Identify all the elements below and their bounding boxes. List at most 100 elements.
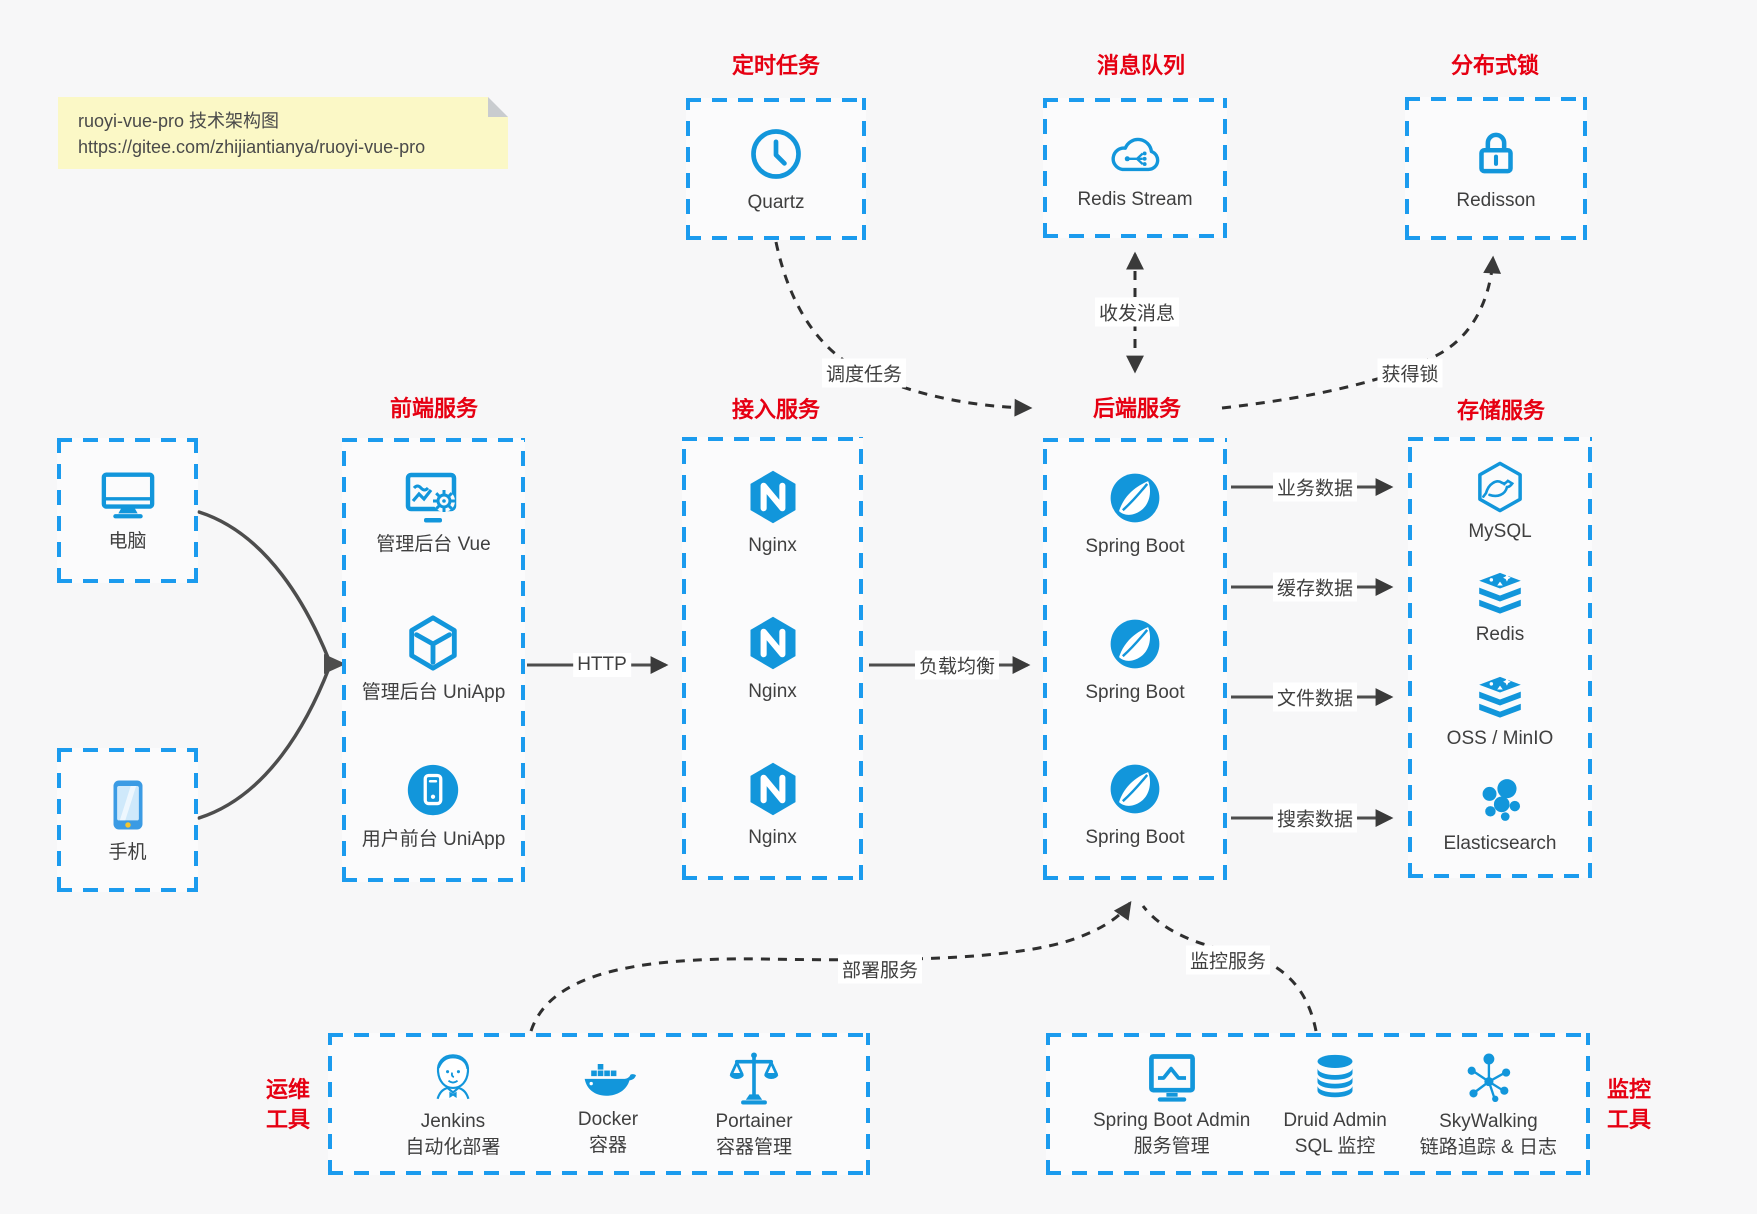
node-pc[interactable]: 电脑 xyxy=(57,438,198,583)
edge-label-load-balance: 负载均衡 xyxy=(914,650,1000,680)
backend-box[interactable]: Spring Boot Spring Boot Spring Boot xyxy=(1043,438,1227,880)
node-label: 管理后台 Vue xyxy=(376,534,491,555)
node-admin-uniapp[interactable]: 管理后台 UniApp xyxy=(361,612,506,705)
node-label: Redisson xyxy=(1456,190,1536,211)
smartphone-icon xyxy=(99,776,157,834)
frontend-box[interactable]: 管理后台 Vue 管理后台 UniApp 用户前台 UniApp xyxy=(342,438,525,882)
spring-boot-icon xyxy=(1105,468,1165,528)
section-title-mq: 消息队列 xyxy=(1096,53,1186,78)
desktop-icon xyxy=(97,467,159,523)
node-oss-minio[interactable]: OSS / MinIO xyxy=(1446,670,1554,751)
lock-icon xyxy=(1467,124,1525,182)
node-spring-boot-admin[interactable]: Spring Boot Admin 服务管理 xyxy=(1093,1049,1250,1159)
storage-box[interactable]: MySQL Redis OSS / MinIO Elasticsearch xyxy=(1408,437,1592,878)
pc-box[interactable]: 电脑 xyxy=(57,438,198,583)
node-label: OSS / MinIO xyxy=(1446,727,1554,749)
section-title-ops: 运维 工具 xyxy=(266,1075,310,1135)
edge-deploy-service xyxy=(529,900,1132,1032)
node-label: 手机 xyxy=(108,841,147,863)
node-nginx-1[interactable]: Nginx xyxy=(743,467,803,558)
node-nginx-2[interactable]: Nginx xyxy=(743,613,803,704)
spring-boot-icon xyxy=(1105,759,1165,819)
node-label: Nginx xyxy=(748,681,797,702)
node-elasticsearch[interactable]: Elasticsearch xyxy=(1444,773,1557,856)
node-portainer[interactable]: Portainer 容器管理 xyxy=(715,1048,793,1160)
monitoring-title-line2: 工具 xyxy=(1606,1107,1652,1132)
clock-icon xyxy=(746,124,806,184)
section-title-monitoring: 监控 工具 xyxy=(1607,1075,1651,1135)
node-druid-admin[interactable]: Druid Admin SQL 监控 xyxy=(1283,1049,1387,1159)
database-icon xyxy=(1307,1049,1363,1107)
edge-label-send-receive-msg: 收发消息 xyxy=(1094,297,1180,327)
node-label: Redis xyxy=(1475,624,1525,646)
node-nginx-3[interactable]: Nginx xyxy=(743,759,803,850)
node-mobile[interactable]: 手机 xyxy=(57,748,198,892)
nginx-icon xyxy=(743,759,803,819)
scales-icon xyxy=(725,1048,783,1108)
node-subtitle: SQL 监控 xyxy=(1294,1136,1376,1157)
node-subtitle: 链路追踪 & 日志 xyxy=(1419,1137,1558,1158)
monitoring-title-line1: 监控 xyxy=(1606,1077,1652,1102)
storage-stack-icon xyxy=(1472,670,1528,722)
node-springboot-1[interactable]: Spring Boot xyxy=(1085,468,1185,559)
ops-tools-box[interactable]: Jenkins 自动化部署 Docker 容器 Portainer 容器管理 xyxy=(328,1033,870,1175)
section-title-backend: 后端服务 xyxy=(1092,396,1182,421)
node-subtitle: 容器管理 xyxy=(716,1137,793,1158)
node-redisson[interactable]: Redisson xyxy=(1405,97,1587,240)
gateway-box[interactable]: Nginx Nginx Nginx xyxy=(682,437,863,880)
distributed-lock-box[interactable]: Redisson xyxy=(1405,97,1587,240)
node-springboot-2[interactable]: Spring Boot xyxy=(1085,614,1185,705)
section-title-frontend: 前端服务 xyxy=(389,396,479,421)
node-quartz[interactable]: Quartz xyxy=(686,98,866,240)
mq-box[interactable]: Redis Stream xyxy=(1043,98,1227,238)
topology-icon xyxy=(1459,1048,1517,1108)
node-docker[interactable]: Docker 容器 xyxy=(578,1050,638,1158)
edge-label-deploy-service: 部署服务 xyxy=(837,954,923,984)
edge-label-file-data: 文件数据 xyxy=(1272,682,1358,712)
node-label: Nginx xyxy=(748,535,797,556)
node-subtitle: 自动化部署 xyxy=(405,1137,501,1158)
node-label: 用户前台 UniApp xyxy=(361,829,506,850)
node-user-uniapp[interactable]: 用户前台 UniApp xyxy=(361,759,506,852)
docker-whale-icon xyxy=(578,1050,638,1106)
node-label: Redis Stream xyxy=(1077,188,1193,210)
node-jenkins[interactable]: Jenkins 自动化部署 xyxy=(405,1048,500,1160)
node-title: Docker xyxy=(577,1109,639,1130)
jenkins-icon xyxy=(424,1048,482,1108)
nginx-icon xyxy=(743,467,803,527)
node-redis-stream[interactable]: Redis Stream xyxy=(1043,98,1227,238)
nginx-icon xyxy=(743,613,803,673)
edge-acquire-lock xyxy=(1221,255,1502,410)
edge-label-cache-data: 缓存数据 xyxy=(1272,572,1358,602)
elasticsearch-icon xyxy=(1472,773,1528,827)
node-title: Spring Boot Admin xyxy=(1092,1110,1251,1131)
edge-label-schedule-task: 调度任务 xyxy=(821,358,907,388)
node-title: Druid Admin xyxy=(1283,1110,1387,1131)
node-springboot-3[interactable]: Spring Boot xyxy=(1085,759,1185,850)
node-admin-vue[interactable]: 管理后台 Vue xyxy=(376,468,491,557)
node-subtitle: 服务管理 xyxy=(1133,1136,1210,1157)
node-label: 管理后台 UniApp xyxy=(361,681,506,703)
section-title-dlock: 分布式锁 xyxy=(1450,53,1540,78)
user-app-icon xyxy=(402,759,464,821)
node-label: Spring Boot xyxy=(1085,536,1185,557)
node-title: SkyWalking xyxy=(1439,1111,1538,1132)
edge-pc-to-frontend xyxy=(197,510,331,662)
scheduler-box[interactable]: Quartz xyxy=(686,98,866,240)
node-label: Nginx xyxy=(748,827,797,848)
edge-label-search-data: 搜索数据 xyxy=(1272,803,1358,833)
node-title: Jenkins xyxy=(420,1111,486,1132)
mobile-box[interactable]: 手机 xyxy=(57,748,198,892)
node-redis[interactable]: Redis xyxy=(1472,566,1528,647)
admin-vue-icon xyxy=(401,468,465,526)
edge-label-http: HTTP xyxy=(573,653,631,677)
edge-label-acquire-lock: 获得锁 xyxy=(1377,358,1443,388)
sticky-note[interactable]: ruoyi-vue-pro 技术架构图 https://gitee.com/zh… xyxy=(58,97,508,169)
mysql-icon xyxy=(1472,459,1528,515)
section-title-gateway: 接入服务 xyxy=(731,397,821,422)
node-skywalking[interactable]: SkyWalking 链路追踪 & 日志 xyxy=(1420,1048,1557,1160)
monitoring-tools-box[interactable]: Spring Boot Admin 服务管理 Druid Admin SQL 监… xyxy=(1046,1033,1590,1175)
spring-boot-icon xyxy=(1105,614,1165,674)
node-mysql[interactable]: MySQL xyxy=(1468,459,1532,544)
